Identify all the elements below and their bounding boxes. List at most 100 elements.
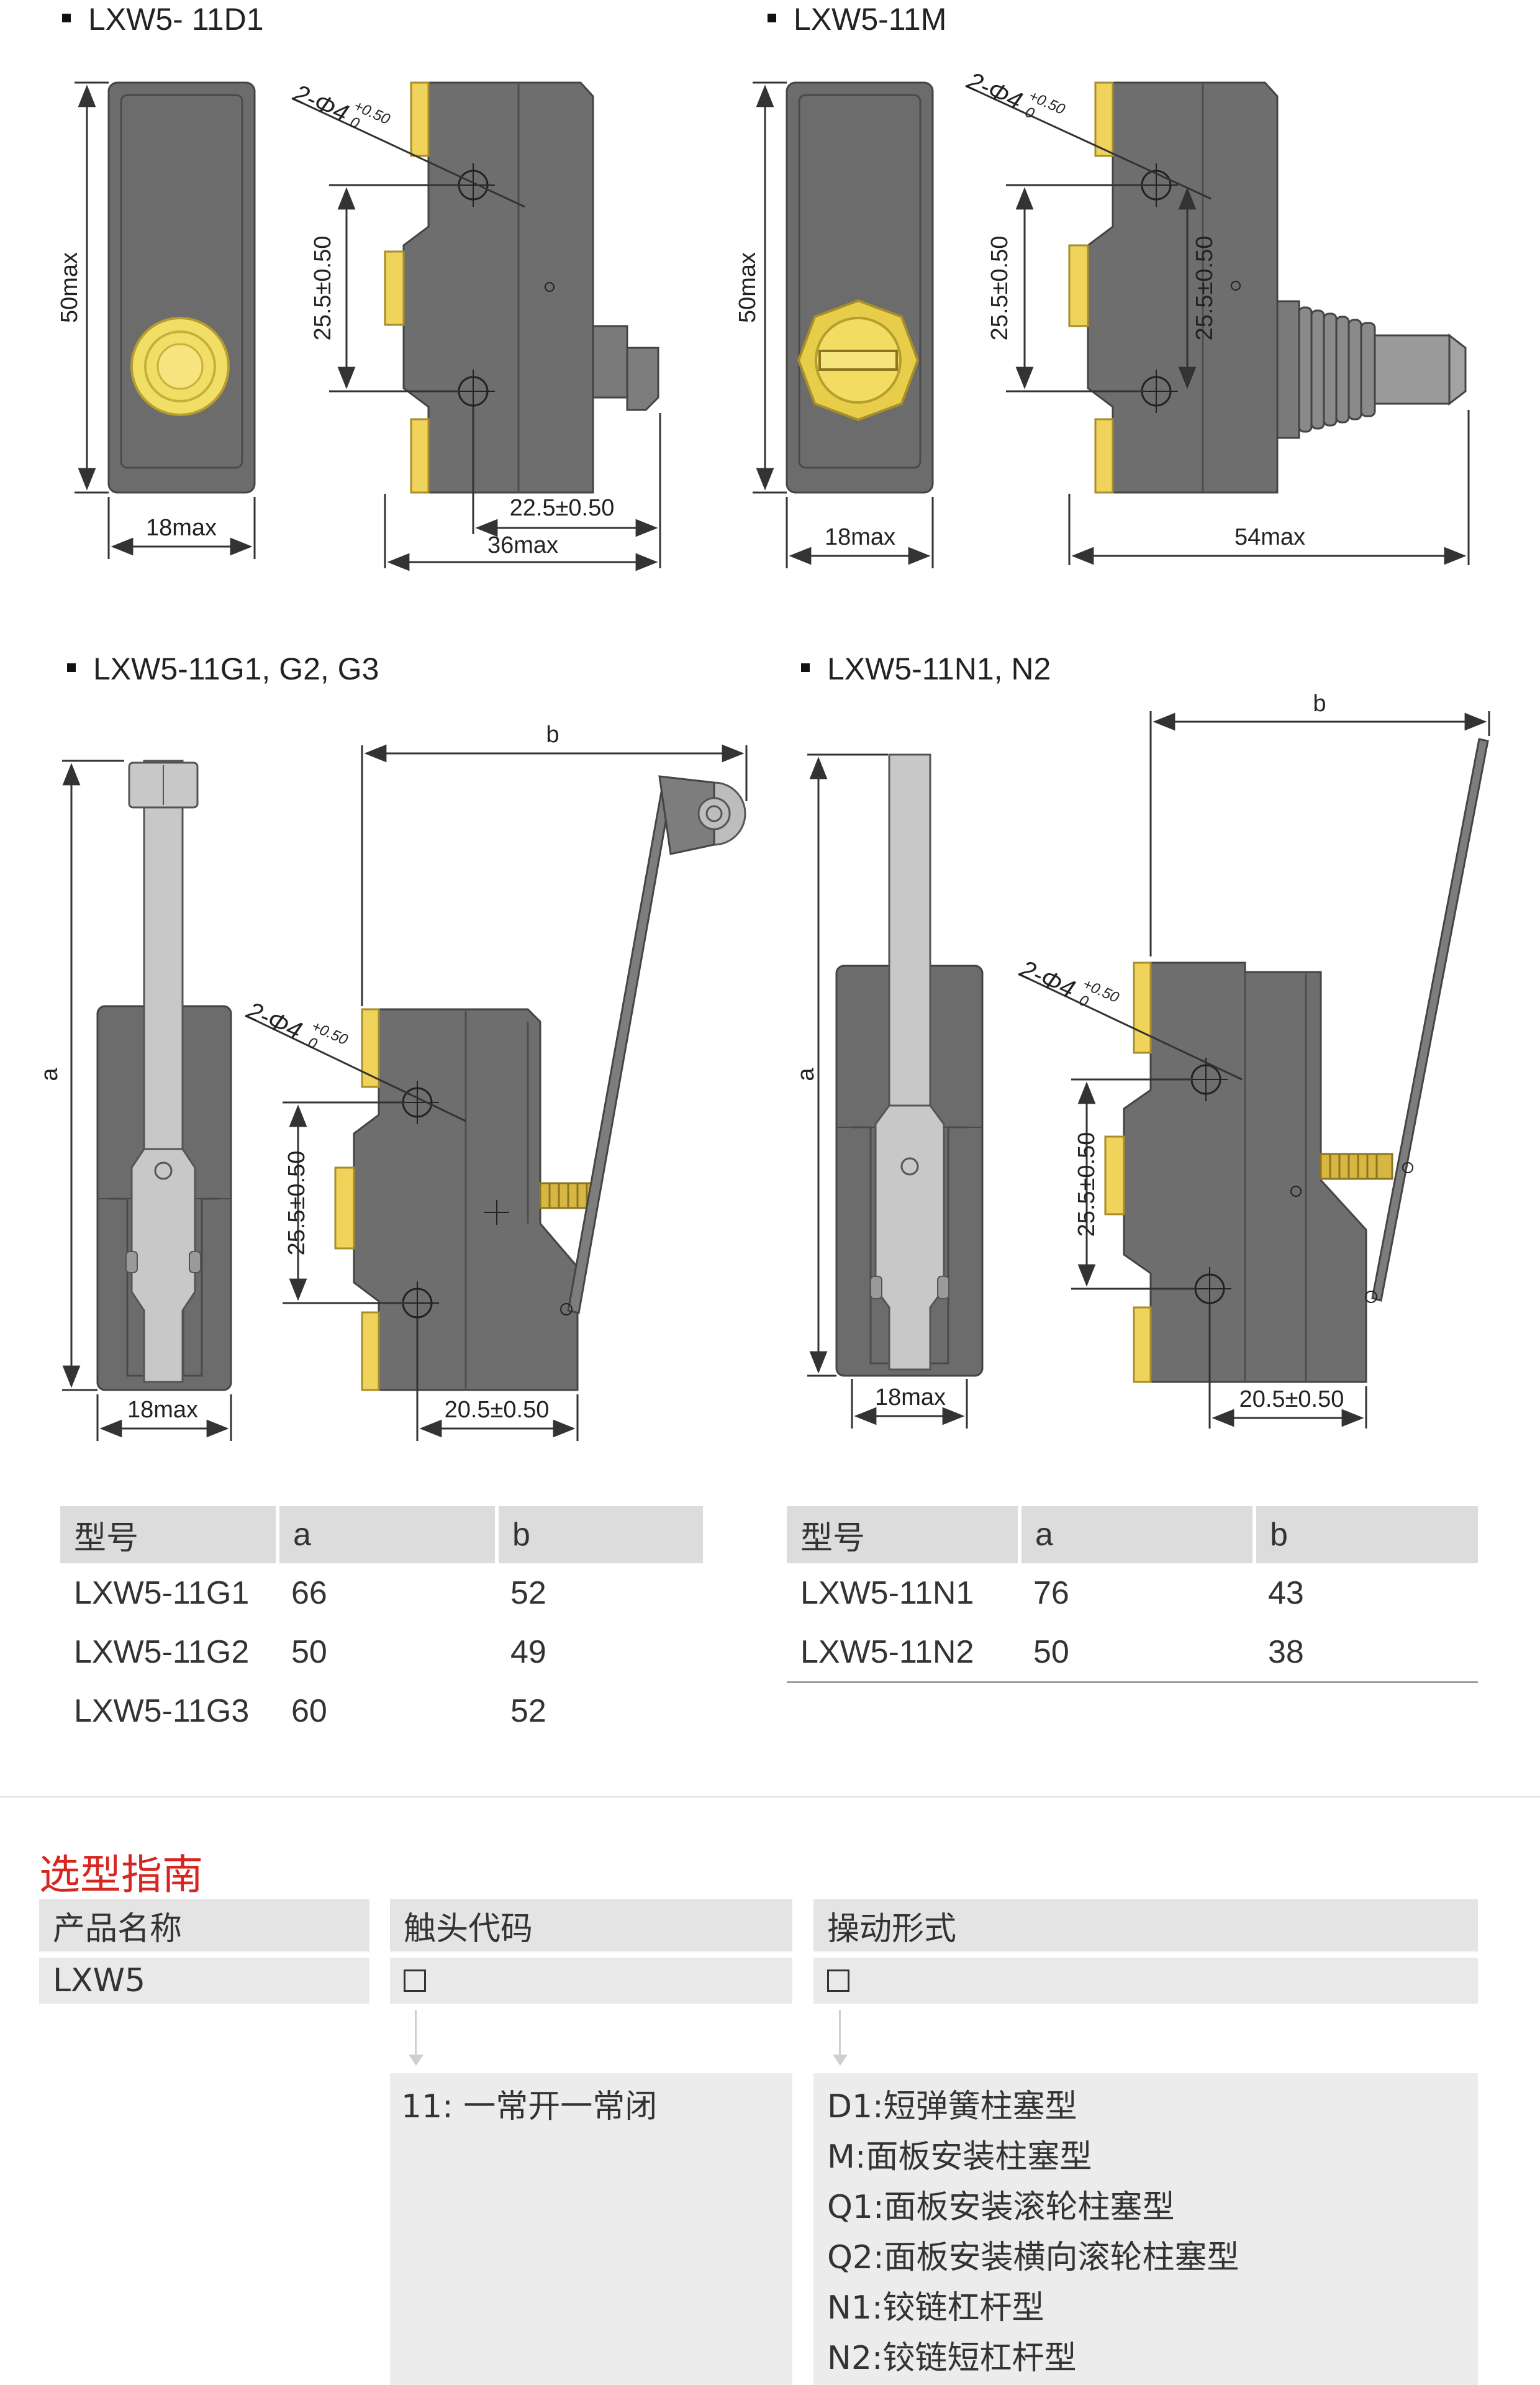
bullet-square-icon: [62, 13, 71, 22]
guide-header-contact: 触头代码: [390, 1899, 792, 1951]
m-side-dims: [965, 84, 1470, 565]
guide-contact-options: 11: 一常开一常闭: [390, 2073, 792, 2385]
section-title-d1-text: LXW5- 11D1: [88, 2, 264, 37]
dimension-drawings: 50max 18max 2-Φ4 +0.50 0 25.5±0.50 22.5±…: [37, 67, 1490, 1441]
g-offset-label: 20.5±0.50: [445, 1397, 550, 1423]
guide-header-product: 产品名称: [39, 1899, 369, 1951]
actuator-option: M:面板安装柱塞型: [827, 2138, 1092, 2176]
guide-title: 选型指南: [39, 1851, 203, 1899]
g-side-dims: [245, 744, 748, 1441]
n-a-label: a: [793, 1068, 819, 1081]
m-vspace2-label: 25.5±0.50: [1192, 236, 1218, 341]
m-front-dims: [753, 81, 934, 568]
bullet-square-icon: [768, 13, 776, 22]
contact-option: 11: 一常开一常闭: [401, 2088, 658, 2125]
cell-b: 52: [510, 1692, 546, 1729]
cell-model: LXW5-11G2: [74, 1633, 250, 1670]
actuator-option: Q1:面板安装滚轮柱塞型: [827, 2189, 1175, 2226]
section-title-m: LXW5-11M: [768, 1, 946, 37]
d1-width-label: 18max: [146, 515, 217, 541]
g-side-view: [334, 775, 746, 1391]
n-b-label: b: [1313, 691, 1326, 717]
table-header-row: 型号 a b: [787, 1506, 1478, 1563]
d1-hole-label: 2-Φ4: [289, 80, 352, 128]
d1-vspace-label: 25.5±0.50: [310, 236, 336, 341]
actuator-option: N1:铰链杠杆型: [827, 2289, 1044, 2327]
header-model: 型号: [60, 1506, 278, 1563]
g-a-label: a: [37, 1068, 63, 1081]
section-divider: [0, 1796, 1540, 1797]
n-offset-label: 20.5±0.50: [1239, 1386, 1344, 1412]
cell-b: 43: [1268, 1574, 1304, 1611]
checkbox-empty-icon: [404, 1969, 426, 1992]
g-hole-label: 2-Φ4: [242, 997, 306, 1045]
bullet-square-icon: [801, 663, 810, 672]
g-b-label: b: [546, 722, 559, 748]
d1-offset-label: 22.5±0.50: [510, 495, 615, 521]
g-width-label: 18max: [127, 1397, 198, 1423]
checkbox-empty-icon: [827, 1969, 849, 1992]
section-title-m-text: LXW5-11M: [794, 2, 947, 37]
m-side-view: [1068, 81, 1467, 494]
n-front-dims: [807, 753, 968, 1429]
cell-b: 38: [1268, 1633, 1304, 1670]
arrow-down-icon: [833, 2055, 848, 2066]
m-depth-label: 54max: [1234, 524, 1305, 550]
n-vspace-label: 25.5±0.50: [1074, 1132, 1100, 1237]
connector-line: [415, 2010, 417, 2055]
actuator-option: D1:短弹簧柱塞型: [827, 2088, 1077, 2125]
cell-a: 50: [291, 1633, 327, 1670]
table-header-row: 型号 a b: [60, 1506, 703, 1563]
actuator-option: Q2:面板安装横向滚轮柱塞型: [827, 2239, 1239, 2276]
n-side-view: [1104, 738, 1489, 1383]
table-row: LXW5-11G3 60 52: [60, 1681, 703, 1740]
d1-side-dims: [291, 97, 661, 571]
header-b: b: [495, 1506, 703, 1563]
bullet-square-icon: [67, 663, 76, 672]
guide-actuator-options: D1:短弹簧柱塞型 M:面板安装柱塞型 Q1:面板安装滚轮柱塞型 Q2:面板安装…: [813, 2073, 1478, 2385]
cell-a: 76: [1033, 1574, 1069, 1611]
connector-line: [839, 2010, 841, 2055]
n-side-dims: [1018, 711, 1490, 1429]
m-height-label: 50max: [735, 252, 761, 323]
section-title-g: LXW5-11G1, G2, G3: [67, 651, 379, 687]
d1-height-label: 50max: [57, 252, 83, 323]
section-title-n-text: LXW5-11N1, N2: [827, 652, 1051, 686]
d1-front-dims: [75, 81, 256, 559]
header-a: a: [1018, 1506, 1254, 1563]
n-width-label: 18max: [875, 1384, 946, 1411]
cell-a: 66: [291, 1574, 327, 1611]
d1-depth-label: 36max: [487, 532, 558, 558]
d1-front-view: [107, 81, 256, 494]
guide-product-value: LXW5: [39, 1958, 369, 2004]
m-width-label: 18max: [825, 524, 895, 550]
actuator-option: N2:铰链短杠杆型: [827, 2340, 1077, 2377]
d1-side-view: [384, 81, 659, 494]
table-row: LXW5-11G1 66 52: [60, 1563, 703, 1622]
g-vspace-label: 25.5±0.50: [284, 1151, 310, 1256]
cell-model: LXW5-11N1: [800, 1574, 974, 1611]
cell-b: 52: [510, 1574, 546, 1611]
cell-model: LXW5-11G3: [74, 1692, 250, 1729]
table-row: LXW5-11N1 76 43: [787, 1563, 1478, 1622]
guide-contact-code-field[interactable]: [390, 1958, 792, 2004]
g-front-view: [96, 760, 232, 1391]
guide-actuator-field[interactable]: [813, 1958, 1478, 2004]
cell-model: LXW5-11G1: [74, 1574, 250, 1611]
header-b: b: [1252, 1506, 1478, 1563]
cell-a: 60: [291, 1692, 327, 1729]
n-hole-label: 2-Φ4: [1015, 955, 1079, 1004]
n-front-view: [835, 753, 984, 1377]
section-title-d1: LXW5- 11D1: [62, 1, 264, 37]
section-title-n: LXW5-11N1, N2: [801, 651, 1051, 687]
header-a: a: [276, 1506, 497, 1563]
section-title-g-text: LXW5-11G1, G2, G3: [93, 652, 379, 686]
g-front-dims: [62, 760, 232, 1441]
arrow-down-icon: [409, 2055, 424, 2066]
m-front-view: [786, 81, 934, 494]
header-model: 型号: [787, 1506, 1020, 1563]
